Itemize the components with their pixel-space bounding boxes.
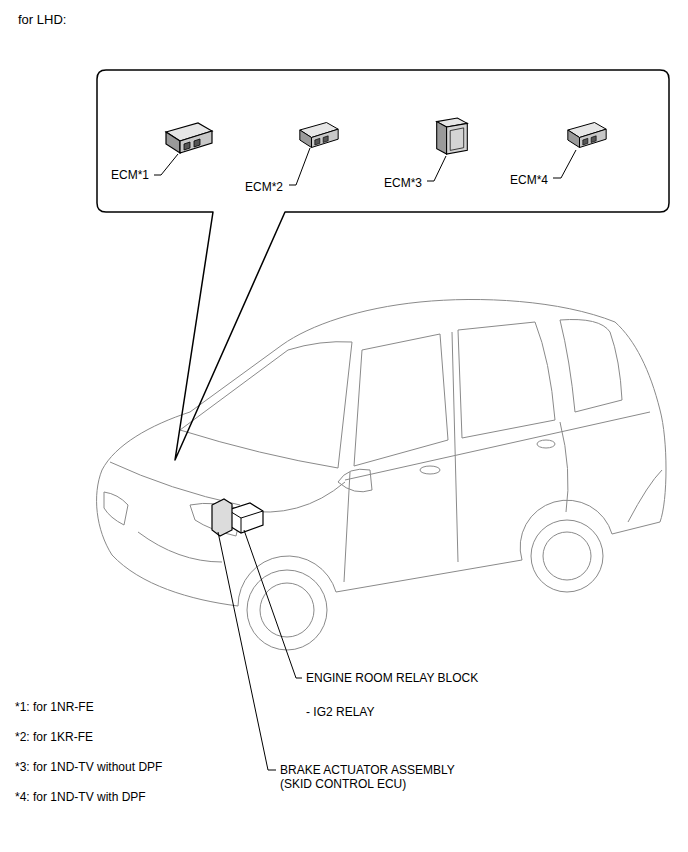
part-label: ENGINE ROOM RELAY BLOCK: [306, 671, 478, 685]
callout-box: ECM*1ECM*2 ECM*3 ECM*4: [97, 70, 669, 212]
door-mirror: [338, 469, 372, 492]
leader-line: [218, 532, 276, 770]
part-label: ECM*4: [510, 173, 548, 187]
ecm-icon: [166, 123, 212, 153]
footnote: *2: for 1KR-FE: [15, 730, 93, 744]
side-window: [458, 322, 555, 438]
door-handle: [420, 466, 440, 474]
front-wheel: [247, 570, 327, 650]
rear-wheel-hub: [543, 532, 591, 580]
rear-wheel: [531, 520, 603, 592]
door-line: [560, 422, 568, 512]
leader-line: [427, 156, 446, 181]
headlight: [104, 492, 128, 525]
relay-block-icon: [228, 510, 263, 533]
part-label: ECM*3: [384, 176, 422, 190]
front-wheel-hub: [260, 583, 314, 637]
footnote: *3: for 1ND-TV without DPF: [15, 760, 162, 774]
footnote: *1: for 1NR-FE: [15, 700, 94, 714]
leader-line: [553, 150, 576, 178]
windshield: [180, 342, 352, 468]
relay-block-icon: [228, 503, 263, 533]
brake-actuator-icon: [212, 499, 232, 536]
hood-edge: [110, 462, 240, 505]
ecm-icon: [568, 123, 606, 148]
door-handle: [537, 440, 555, 448]
part-label: BRAKE ACTUATOR ASSEMBLY (SKID CONTROL EC…: [280, 763, 476, 791]
leader-line: [289, 148, 310, 185]
leader-line: [244, 530, 302, 678]
callout-outline: [97, 70, 669, 212]
quarter-window: [560, 320, 622, 413]
ecm-icon: [437, 118, 468, 154]
part-label: ECM*2: [245, 180, 283, 194]
part-label: ECM*1: [111, 168, 149, 182]
car-body: [97, 299, 666, 606]
part-label: - IG2 RELAY: [306, 705, 374, 719]
ecm-icon: [300, 123, 338, 148]
grille: [138, 532, 222, 562]
footnote: *4: for 1ND-TV with DPF: [15, 790, 146, 804]
leader-line: [154, 154, 178, 175]
heading-note: for LHD:: [18, 13, 66, 27]
door-line: [452, 332, 458, 562]
rear-bumper: [628, 470, 662, 522]
callout-outline: [97, 70, 669, 460]
side-window: [354, 334, 448, 466]
belt-line: [345, 412, 650, 480]
